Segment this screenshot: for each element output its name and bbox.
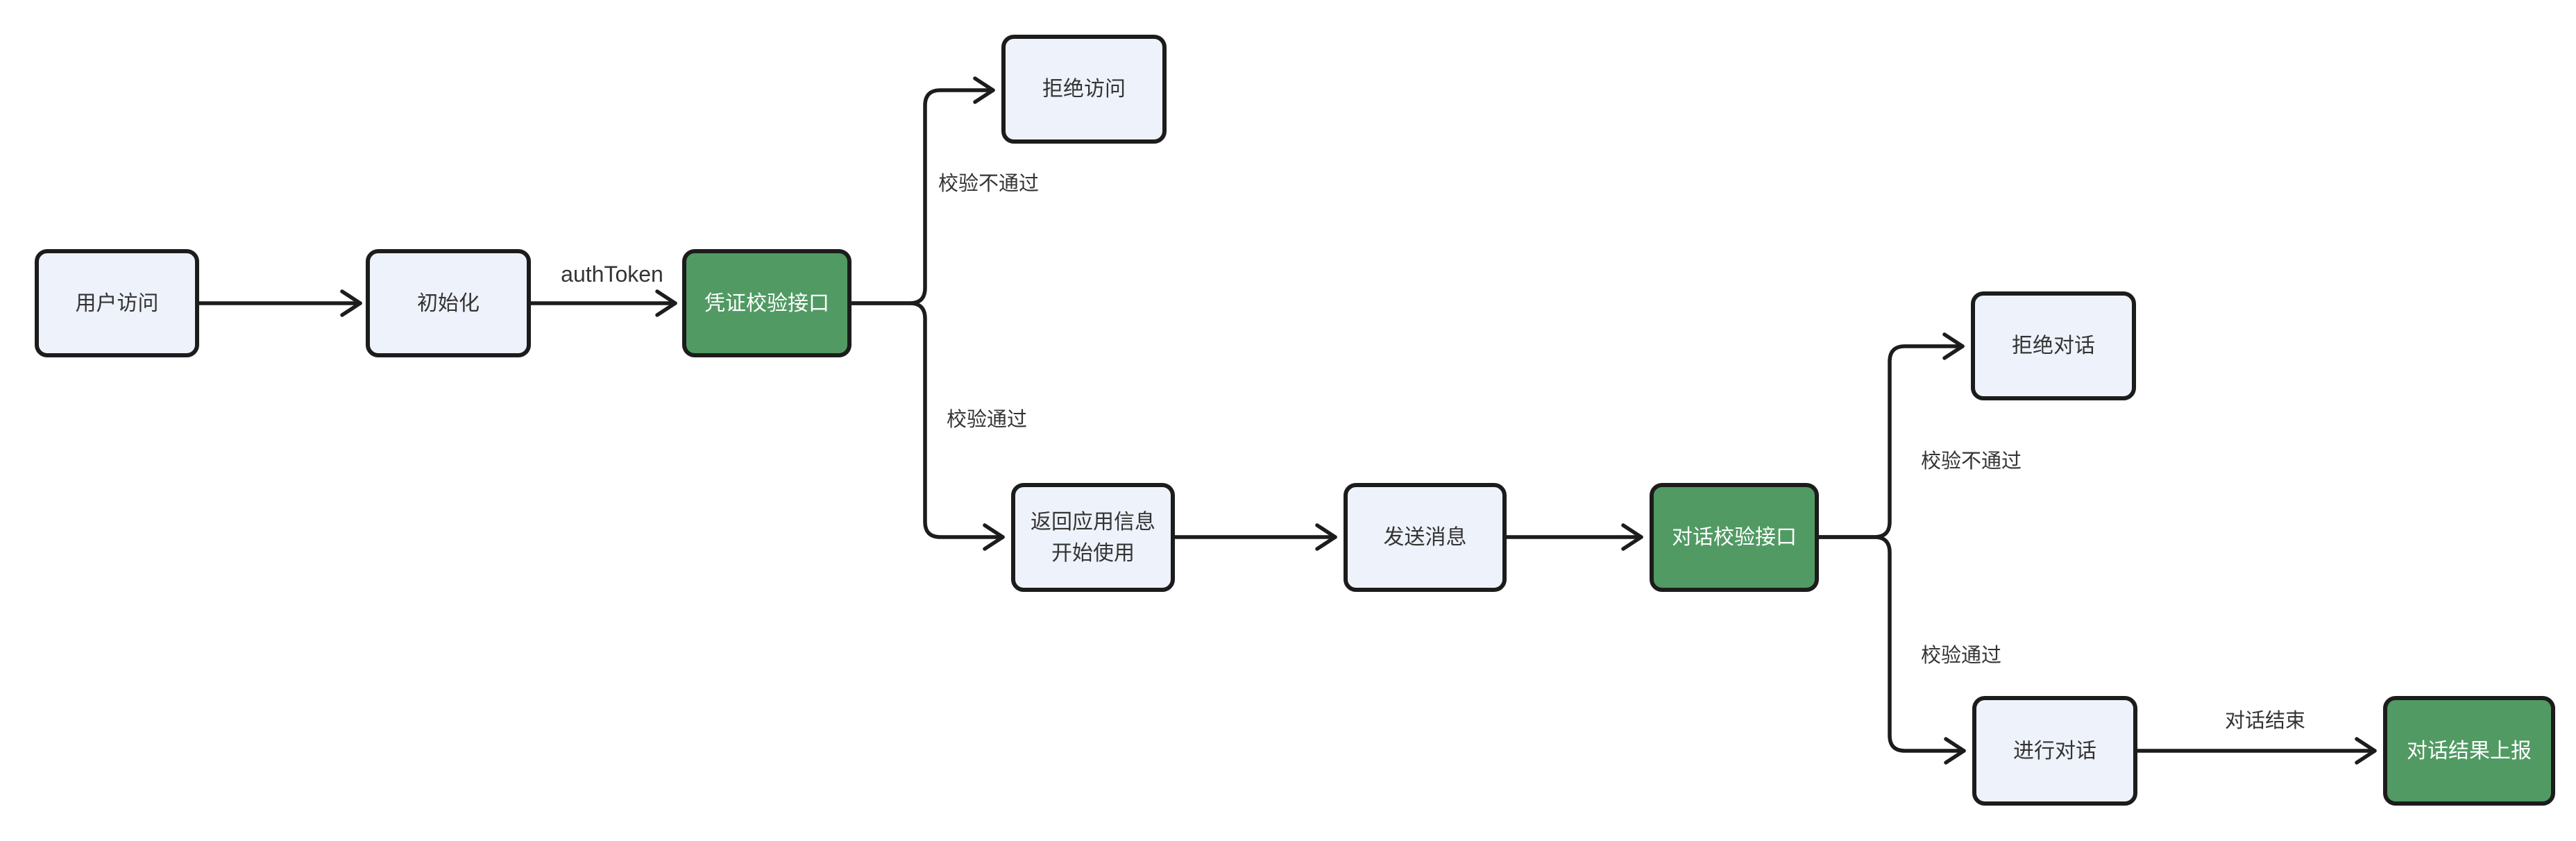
node-return-app-info: 返回应用信息 开始使用 xyxy=(1011,483,1175,592)
edge-dialog-check-to-deny-dialog xyxy=(1817,332,1965,539)
node-init: 初始化 xyxy=(366,249,531,357)
edge-label-check-pass-1: 校验通过 xyxy=(947,409,1028,431)
node-credential-check-api: 凭证校验接口 xyxy=(682,249,851,357)
node-dialog-check-api-label: 对话校验接口 xyxy=(1672,526,1797,549)
node-deny-access-label: 拒绝访问 xyxy=(1042,78,1126,101)
edge-label-auth-token: authToken xyxy=(561,262,663,287)
node-send-message: 发送消息 xyxy=(1344,483,1507,592)
node-init-label: 初始化 xyxy=(417,291,480,315)
edge-credential-check-to-deny-access xyxy=(849,76,995,305)
node-do-dialog: 进行对话 xyxy=(1972,696,2137,806)
node-user-access-label: 用户访问 xyxy=(75,291,159,315)
node-deny-dialog: 拒绝对话 xyxy=(1971,291,2136,400)
node-deny-access: 拒绝访问 xyxy=(1001,35,1167,144)
node-credential-check-api-label: 凭证校验接口 xyxy=(704,291,829,315)
edge-label-dialog-end: 对话结束 xyxy=(2224,710,2305,732)
node-dialog-result-report-label: 对话结果上报 xyxy=(2407,739,2532,763)
node-user-access: 用户访问 xyxy=(35,249,199,357)
node-deny-dialog-label: 拒绝对话 xyxy=(2012,334,2095,357)
edge-label-check-fail-1: 校验不通过 xyxy=(938,173,1040,195)
node-return-app-info-label: 返回应用信息 开始使用 xyxy=(1031,510,1155,565)
edge-label-check-fail-2: 校验不通过 xyxy=(1921,450,2022,473)
node-send-message-label: 发送消息 xyxy=(1383,526,1467,549)
node-do-dialog-label: 进行对话 xyxy=(2013,739,2096,763)
node-dialog-result-report: 对话结果上报 xyxy=(2383,696,2555,806)
edge-label-check-pass-2: 校验通过 xyxy=(1921,645,2002,667)
node-dialog-check-api: 对话校验接口 xyxy=(1650,483,1819,592)
